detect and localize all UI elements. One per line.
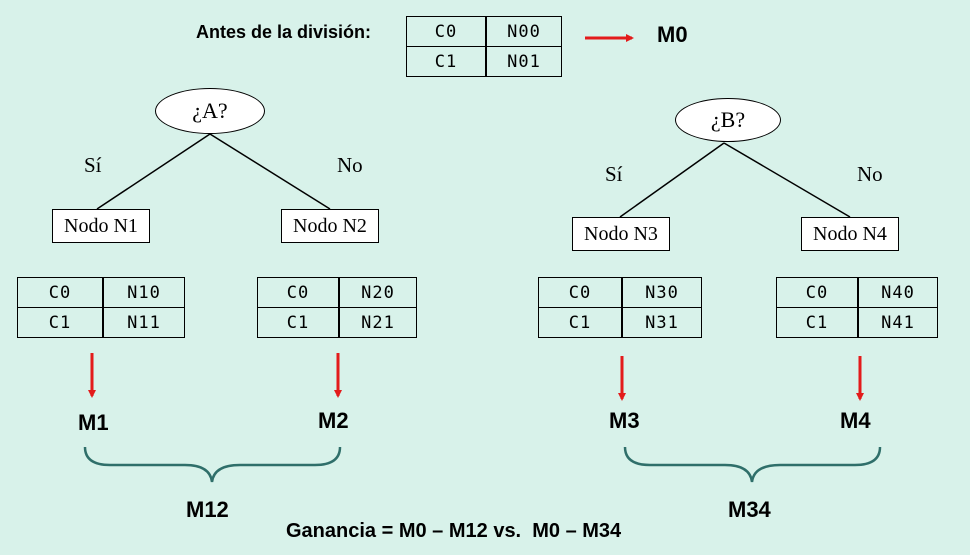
- cell: C1: [538, 307, 623, 338]
- gain-formula: Ganancia = M0 – M12 vs. M0 – M34: [286, 520, 622, 542]
- cell: N20: [338, 277, 417, 308]
- cell: N01: [485, 46, 562, 77]
- cell: C0: [538, 277, 623, 308]
- cell: C0: [406, 16, 487, 47]
- cell: N11: [102, 307, 185, 338]
- branch-b-no: [723, 142, 851, 218]
- cell: N30: [621, 277, 702, 308]
- cell: N31: [621, 307, 702, 338]
- branch-a-no: [209, 133, 331, 210]
- node-n4: Nodo N4: [801, 217, 899, 251]
- brace-m34: [623, 446, 882, 483]
- measure-m1: M1: [78, 410, 109, 435]
- measure-m4: M4: [840, 408, 871, 433]
- measure-m2: M2: [318, 408, 349, 433]
- cell: N21: [338, 307, 417, 338]
- yes-label-b: Sí: [605, 162, 623, 186]
- no-label-a: No: [337, 153, 363, 177]
- brace-m12: [83, 446, 342, 483]
- cell: N10: [102, 277, 185, 308]
- question-a: ¿A?: [155, 88, 265, 134]
- measure-m12: M12: [186, 497, 229, 522]
- measure-m34: M34: [728, 497, 771, 522]
- cell: C0: [257, 277, 340, 308]
- branch-b-yes: [619, 142, 725, 218]
- cell: C1: [776, 307, 859, 338]
- node-n1: Nodo N1: [52, 209, 150, 243]
- measure-m0: M0: [657, 22, 688, 47]
- cell: N00: [485, 16, 562, 47]
- question-b: ¿B?: [675, 98, 781, 142]
- cell: C0: [776, 277, 859, 308]
- no-label-b: No: [857, 162, 883, 186]
- measure-m3: M3: [609, 408, 640, 433]
- cell: C1: [17, 307, 104, 338]
- yes-label-a: Sí: [84, 153, 102, 177]
- cell: N41: [857, 307, 938, 338]
- before-split-label: Antes de la división:: [196, 22, 372, 42]
- cell: C0: [17, 277, 104, 308]
- cell: N40: [857, 277, 938, 308]
- node-n2: Nodo N2: [281, 209, 379, 243]
- branch-a-yes: [96, 133, 211, 210]
- cell: C1: [406, 46, 487, 77]
- node-n3: Nodo N3: [572, 217, 670, 251]
- cell: C1: [257, 307, 340, 338]
